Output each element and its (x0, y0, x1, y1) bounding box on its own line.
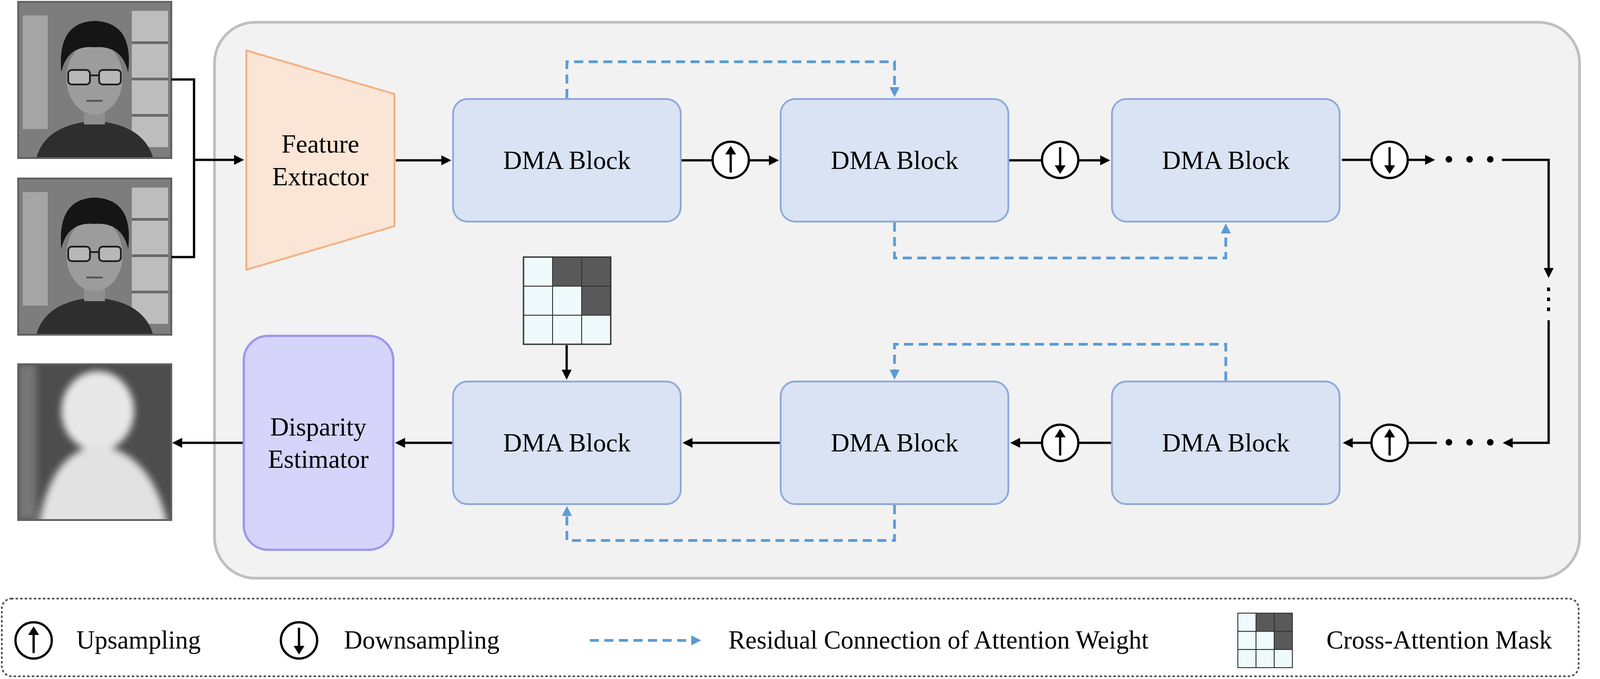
legend-text: Upsampling (76, 625, 201, 656)
continuation-wires (1341, 159, 1549, 444)
flow-connector (399, 442, 453, 445)
dma-block: DMA Block (1111, 380, 1341, 506)
disparity-map-image (18, 364, 172, 528)
node-label: DMA Block (1161, 144, 1290, 177)
node-label: DMA Block (830, 144, 958, 177)
input-wires (171, 79, 240, 258)
legend-dashed-arrow (589, 639, 697, 643)
legend-box (1, 598, 1579, 677)
continuation-dots: • • • (1442, 148, 1497, 172)
feature-extractor: Feature Extractor (244, 49, 396, 272)
input-image-left (18, 1, 172, 159)
legend-mask-icon (1237, 613, 1293, 668)
disparity-estimator: Disparity Estimator (242, 334, 395, 552)
node-label: DMA Block (830, 426, 958, 459)
node-label: Feature Extractor (256, 127, 384, 193)
flow-connector (395, 159, 447, 162)
cross-attention-mask (523, 257, 611, 345)
continuation-dots: ⋮ (1534, 284, 1564, 314)
dma-block: DMA Block (452, 380, 682, 506)
trapezoid-shape (246, 50, 395, 270)
upsampling-symbol (1371, 424, 1408, 462)
attention-residual-connector (567, 61, 895, 99)
continuation-dots: • • • (1442, 431, 1497, 455)
dma-block: DMA Block (779, 98, 1010, 223)
node-label: Disparity Estimator (252, 410, 385, 476)
dma-block: DMA Block (452, 98, 682, 223)
trapezoid-outline (244, 49, 396, 272)
mask-arrow (565, 345, 569, 376)
node-label: DMA Block (1161, 426, 1290, 459)
node-label: DMA Block (503, 426, 631, 459)
downsampling-symbol (1041, 141, 1079, 179)
upsampling-symbol (712, 141, 749, 179)
output-wire (176, 442, 243, 445)
legend-text: Residual Connection of Attention Weight (728, 625, 1149, 656)
attention-residual-connector (567, 505, 895, 541)
downsampling-symbol (1371, 141, 1408, 179)
dma-block: DMA Block (1111, 98, 1341, 223)
dma-block: DMA Block (779, 380, 1010, 506)
legend-upsampling-symbol (15, 622, 52, 659)
attention-residual-connector (894, 222, 1227, 259)
upsampling-symbol (1041, 424, 1079, 462)
legend-text: Downsampling (343, 625, 500, 656)
attention-residual-connector (894, 344, 1227, 381)
flow-connector (687, 442, 780, 445)
legend-downsampling-symbol (280, 622, 318, 659)
input-image-right (18, 178, 172, 335)
legend-text: Cross-Attention Mask (1326, 625, 1552, 656)
node-label: DMA Block (503, 144, 631, 177)
model-panel (214, 22, 1580, 579)
